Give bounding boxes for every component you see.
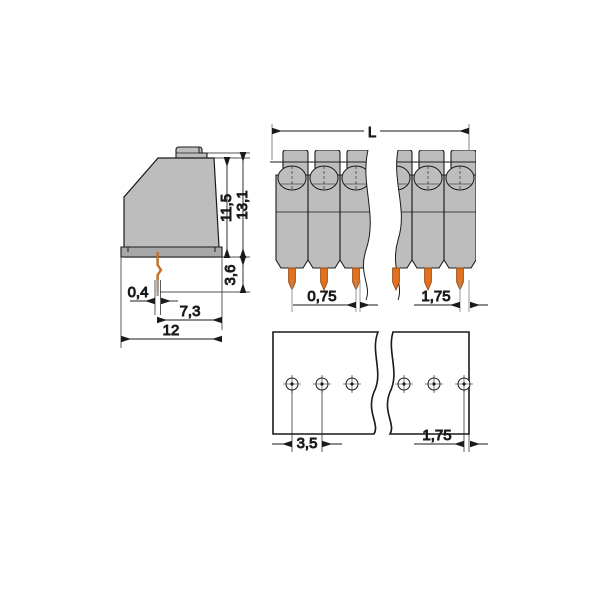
footprint-break-right [386,331,395,435]
hole [455,375,473,393]
footprint-break-left [370,331,379,435]
side-view-base-left-step [121,246,129,252]
pin [456,267,464,292]
footprint-view-group: 3,5 1,75 [272,331,488,453]
break-curve-right [394,149,402,301]
hole [343,375,361,393]
pin [352,267,360,292]
pole-body [339,150,371,269]
side-view-base-right-step [214,246,222,252]
dim-label-0-4: 0,4 [128,284,149,301]
dim-label-0-75: 0,75 [307,288,336,305]
break-curve-left [362,149,371,301]
pin [392,267,400,292]
front-view-pins [288,267,464,292]
pin [288,267,296,292]
front-view-left-poles [270,150,371,269]
dim-label-11-5: 11,5 [218,194,235,222]
dim-label-3-5: 3,5 [297,435,318,452]
hole [425,375,443,393]
dim-label-1-75-front: 1,75 [421,288,450,305]
side-view-housing-body [123,157,220,258]
pin [424,267,432,292]
dim-label-13-1: 13,1 [234,190,251,219]
pole-body [443,150,476,269]
dim-label-1-75-footprint: 1,75 [422,427,451,444]
pole-body [275,150,309,269]
hole [395,375,413,393]
dim-label-12: 12 [163,322,180,339]
pole-body [307,150,341,269]
front-view-group: L [270,122,488,312]
hole [313,375,331,393]
footprint-holes [283,375,473,393]
dim-label-3-6: 3,6 [222,265,239,286]
pole-body [411,150,445,269]
dim-label-L: L [368,124,376,141]
side-view-base-band [120,246,223,258]
pin [320,267,328,292]
front-view-right-poles [395,150,476,269]
dim-label-7-3: 7,3 [180,303,201,320]
side-view-group: 13,1 11,5 3,6 0,4 7,3 12 [120,146,251,348]
